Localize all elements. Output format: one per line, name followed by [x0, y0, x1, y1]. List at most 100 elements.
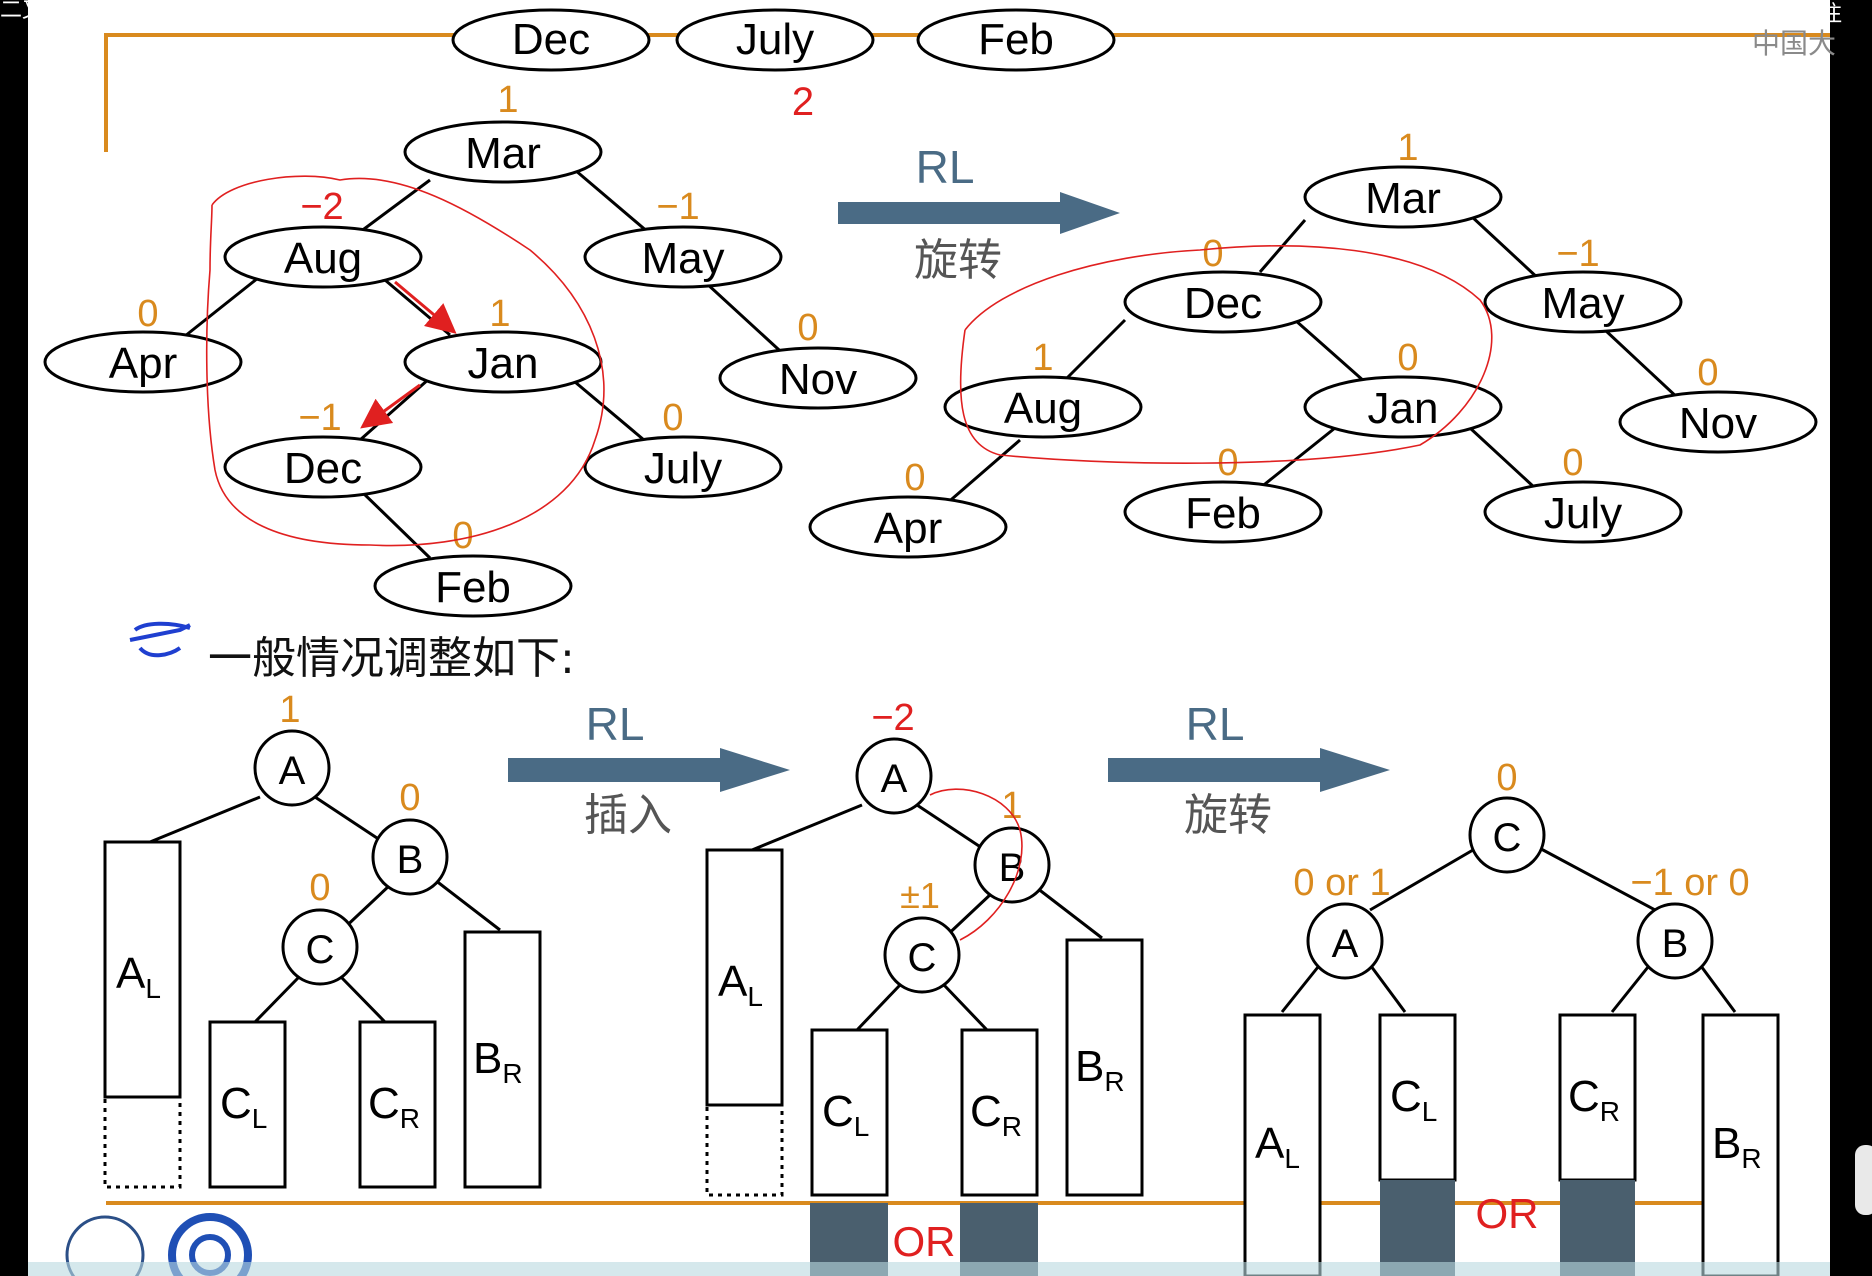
pointing-hand-icon	[129, 621, 191, 658]
subtree-br	[1701, 1013, 1780, 1276]
subtree-label: AL	[1255, 1119, 1300, 1174]
balance-factor: −1 or 0	[1630, 862, 1749, 904]
edge	[179, 276, 259, 342]
tree-node-ellipse	[943, 375, 1143, 439]
avl-node-circle	[1306, 902, 1384, 980]
tree-node: Aug	[1004, 384, 1082, 433]
red-arrow-annotation	[394, 280, 457, 334]
edge	[1294, 318, 1366, 384]
edge	[1366, 961, 1407, 1013]
inserted-key: Dec	[512, 15, 590, 64]
stage2: A −2 B 1 C ±1 AL CL CR BR OR	[705, 697, 1144, 1276]
balance-factor: 1	[497, 79, 518, 121]
insert-arrow: RL 插入	[508, 698, 790, 840]
subtree-cl	[208, 1020, 287, 1189]
red-curve-annotation	[929, 788, 1023, 941]
edge	[359, 178, 431, 234]
frame-line-top	[104, 33, 1830, 152]
edge	[1468, 426, 1537, 490]
balance-factor: 0	[1697, 352, 1718, 394]
avl-node-circle	[883, 916, 961, 994]
pointing-hand-icon	[129, 621, 191, 658]
tree-node: Feb	[1185, 489, 1261, 538]
balance-factor: 0	[137, 293, 158, 335]
edge	[703, 280, 792, 362]
balance-factor: −2	[871, 697, 914, 739]
arrow-label: RL	[916, 141, 975, 193]
balance-factor: 0	[309, 867, 330, 909]
balance-factor: 1	[1032, 337, 1053, 379]
arrow-shape	[508, 748, 790, 792]
edge	[916, 803, 983, 850]
tree-node: Mar	[1365, 174, 1441, 223]
tree-node-ellipse	[718, 346, 918, 410]
balance-factor: 0	[904, 457, 925, 499]
subtree-al	[103, 840, 182, 1099]
swirl-logo-icon	[168, 1213, 252, 1276]
inserted-keys: Dec July Feb 2	[451, 8, 1116, 124]
balance-factor: −1	[298, 397, 341, 439]
edge	[1468, 213, 1542, 282]
subtree-label: BR	[473, 1034, 523, 1089]
avl-node-a: A	[881, 757, 908, 801]
tree-node-ellipse	[1303, 165, 1503, 229]
avl-node-circle	[281, 908, 359, 986]
tree-node: Apr	[109, 339, 177, 388]
growth-block-cl	[1380, 1180, 1455, 1276]
tree-before	[179, 168, 792, 560]
avl-node-circle	[1636, 902, 1714, 980]
balance-factor: 1	[1001, 785, 1022, 827]
or-label: OR	[1476, 1190, 1539, 1237]
tree-after	[944, 213, 1682, 507]
balance-factor: 0	[399, 777, 420, 819]
arrow-shape	[1108, 748, 1390, 792]
edge	[751, 803, 863, 852]
tree-node: Nov	[779, 355, 857, 404]
side-scroll-handle[interactable]	[1855, 1145, 1872, 1215]
edge	[574, 380, 651, 447]
tree-node: Jan	[468, 339, 539, 388]
balance-factor: 0	[662, 397, 683, 439]
tree-node-ellipse	[583, 225, 783, 289]
tree-node-ellipse	[1123, 480, 1323, 544]
subtree-label: CR	[368, 1079, 420, 1134]
arrow-label: RL	[1186, 698, 1245, 750]
arrow-shape	[838, 192, 1120, 234]
stage3: C 0 A 0 or 1 B −1 or 0 AL CL CR BR OR	[1243, 757, 1780, 1276]
subtree-cr	[960, 1028, 1039, 1197]
subtree-label: CR	[1568, 1072, 1620, 1127]
balance-factor: −1	[656, 186, 699, 228]
red-annotation	[205, 175, 605, 547]
tree-before-nodes: Mar 1 Aug −2 May −1 Apr 0 Jan 1 Nov 0 De…	[43, 79, 918, 618]
subtree-al	[705, 848, 784, 1107]
avl-node-circle	[1468, 796, 1546, 874]
edge	[314, 795, 381, 842]
right-letterbox	[1830, 0, 1872, 1276]
edge	[253, 976, 300, 1024]
avl-node-a: A	[1332, 922, 1359, 966]
balance-factor: 1	[279, 689, 300, 731]
subtree-label: AL	[116, 949, 161, 1004]
window-title: 二叉树的调整	[0, 0, 133, 23]
balance-factor: −1	[1556, 233, 1599, 275]
subtree-label: CL	[822, 1087, 869, 1142]
edge	[1369, 841, 1486, 912]
avl-node-c: C	[1493, 816, 1522, 860]
seal-icon	[65, 1215, 145, 1276]
avl-node-circle	[855, 737, 933, 815]
balance-factor: 1	[1397, 127, 1418, 169]
follow-button[interactable]: + 关注	[1772, 2, 1842, 27]
subtree-cl	[1378, 1013, 1457, 1182]
subtree-label: CL	[1390, 1072, 1437, 1127]
tree-node-ellipse	[43, 330, 243, 394]
tree-node: May	[641, 234, 724, 283]
tree-after-nodes: Mar 1 Dec 0 May −1 Aug 1 Jan 0 Nov 0 Apr…	[808, 127, 1818, 559]
inserted-key-ellipse	[451, 8, 651, 72]
rotate-arrow: RL 旋转	[1108, 698, 1390, 840]
avl-node-b: B	[1662, 922, 1689, 966]
tree-node: Dec	[1184, 279, 1262, 328]
tree-node-ellipse	[1483, 480, 1683, 544]
tree-node-ellipse	[808, 495, 1008, 559]
balance-factor: 0 or 1	[1293, 862, 1390, 904]
